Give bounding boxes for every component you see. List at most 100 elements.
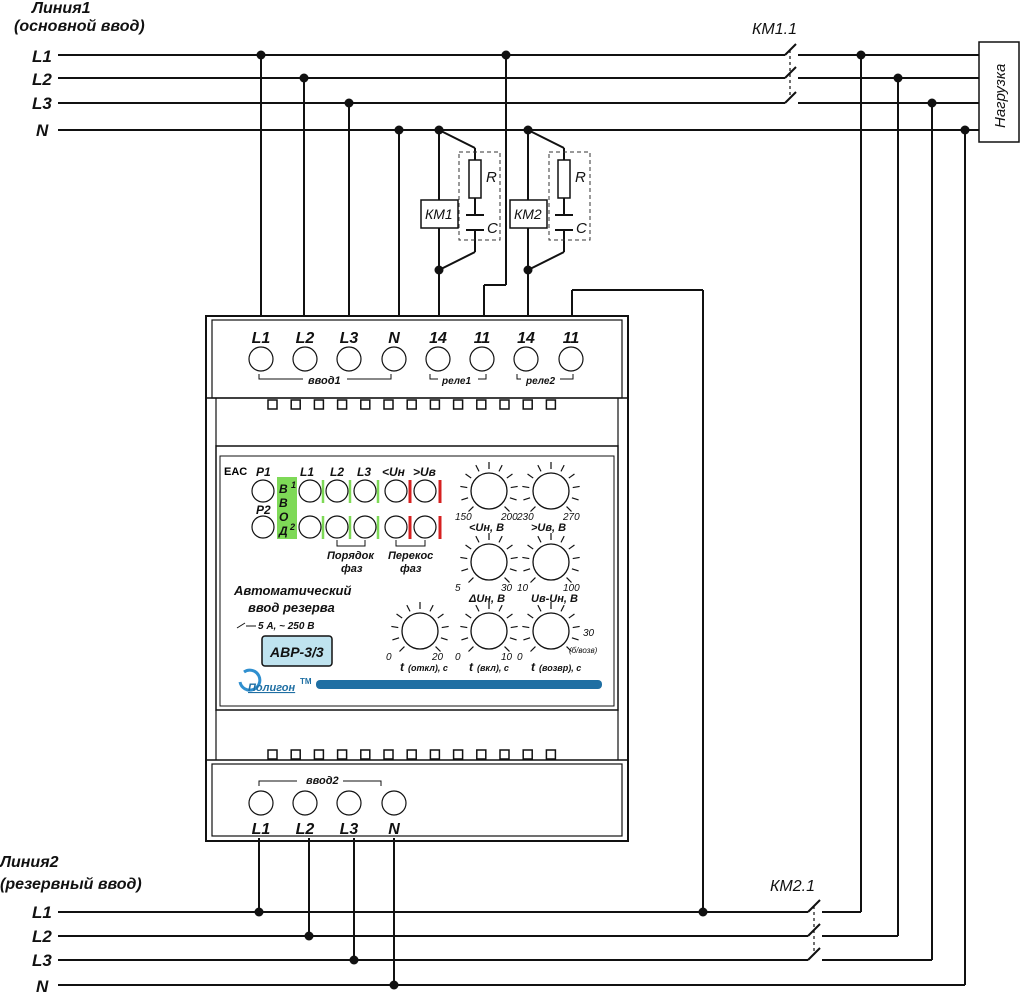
line1-junctions xyxy=(256,50,970,275)
vent-slot xyxy=(522,399,533,410)
terminal-label: 11 xyxy=(474,330,491,347)
led-separators xyxy=(321,480,442,539)
terminal-label: N xyxy=(388,821,400,838)
rc1-group xyxy=(458,151,501,241)
knob-caption: (возвр), с xyxy=(539,663,581,673)
knob-min: 0 xyxy=(386,652,392,663)
device-title-1: Автоматический xyxy=(233,583,351,598)
vent-slot xyxy=(499,749,510,760)
vent-slot xyxy=(313,399,325,410)
p1-led xyxy=(251,479,275,503)
knob-caption-t: t xyxy=(400,660,405,674)
phase-order-1: Порядок xyxy=(327,550,375,562)
contact-symbol xyxy=(236,622,256,629)
line2-wires xyxy=(58,838,965,986)
vent-slot xyxy=(452,749,464,760)
line2-l3-label: L3 xyxy=(32,951,52,970)
device-title-2: ввод резерва xyxy=(248,600,335,615)
vent-slot xyxy=(476,399,487,410)
vent-slots-bottom xyxy=(267,749,557,760)
knob-min: 5 xyxy=(455,583,461,594)
vent-slot xyxy=(290,399,301,410)
terminal-screw xyxy=(336,790,362,816)
knob-caption: (вкл), с xyxy=(477,663,509,673)
model-badge xyxy=(261,635,333,667)
p2-led xyxy=(251,515,275,539)
knob-caption: <Uн, В xyxy=(469,522,504,534)
line2-l1-label: L1 xyxy=(32,903,52,922)
terminal-screw xyxy=(292,790,318,816)
load-box xyxy=(978,41,1020,143)
km1-label: КМ1 xyxy=(425,206,453,222)
terminal-label: 14 xyxy=(517,330,535,347)
km2-label: КМ2 xyxy=(514,206,542,222)
col-l1: L1 xyxy=(300,465,314,479)
terminal-label: L2 xyxy=(296,821,315,838)
line1-wires xyxy=(58,43,979,131)
line2-l2-label: L2 xyxy=(32,927,52,946)
group-input2: ввод2 xyxy=(306,775,339,787)
bottom-terminal-row: L1 L2 L3 N xyxy=(248,790,407,838)
knob-max: 30 xyxy=(501,583,513,594)
load-feed-wires xyxy=(860,55,966,985)
vvod-strip xyxy=(277,477,297,539)
vent-slot xyxy=(499,399,510,410)
knob-max: 20 xyxy=(431,652,444,663)
brand-name: Полигон xyxy=(248,682,296,694)
knob-min: 0 xyxy=(455,652,461,663)
terminal-screw xyxy=(336,346,362,372)
vent-slot xyxy=(360,749,371,760)
terminal-label: L1 xyxy=(252,330,271,347)
c1-label: C xyxy=(487,220,498,237)
vent-slot xyxy=(336,399,348,410)
knob-caption: ΔUн, В xyxy=(468,593,505,605)
vent-slot xyxy=(476,749,487,760)
terminal-label: L3 xyxy=(340,821,359,838)
terminal-screw xyxy=(469,346,495,372)
top-group-brackets xyxy=(258,374,574,380)
knob-caption: Uв-Uн, В xyxy=(531,593,578,605)
vvod-sub2: 2 xyxy=(289,522,295,532)
group-input1: ввод1 xyxy=(308,375,341,387)
phase-skew-2: фаз xyxy=(400,563,422,575)
rating: 5 А, ~ 250 В xyxy=(258,621,314,632)
terminal-label: L1 xyxy=(252,821,271,838)
vvod-letter-4: Д xyxy=(278,524,288,538)
knob-min: 230 xyxy=(516,512,534,523)
p1-label: P1 xyxy=(256,465,271,479)
line1-title: Линия1 xyxy=(31,0,91,17)
knob-max: 270 xyxy=(562,512,580,523)
knob-extra: (б/возв) xyxy=(569,646,598,655)
c2-label: C xyxy=(576,220,587,237)
line1-l3-label: L3 xyxy=(32,94,52,113)
knob-max: 10 xyxy=(501,652,513,663)
device-body xyxy=(205,315,629,842)
terminal-screw xyxy=(292,346,318,372)
terminal-screw xyxy=(248,346,274,372)
eac-mark: EAC xyxy=(224,466,247,478)
rc2-group xyxy=(548,151,591,241)
indicator-brackets xyxy=(336,540,426,547)
status-leds xyxy=(298,479,437,539)
vent-slot xyxy=(383,749,394,760)
terminal-screw xyxy=(513,346,539,372)
terminal-label: L3 xyxy=(340,330,359,347)
terminal-screw xyxy=(381,346,407,372)
input1-drops xyxy=(260,55,704,912)
terminal-screw xyxy=(248,790,274,816)
bottom-group-bracket xyxy=(258,780,382,786)
vent-slot xyxy=(545,399,557,410)
vent-slot xyxy=(522,749,533,760)
terminal-screw xyxy=(425,346,451,372)
vent-slot xyxy=(429,399,441,410)
